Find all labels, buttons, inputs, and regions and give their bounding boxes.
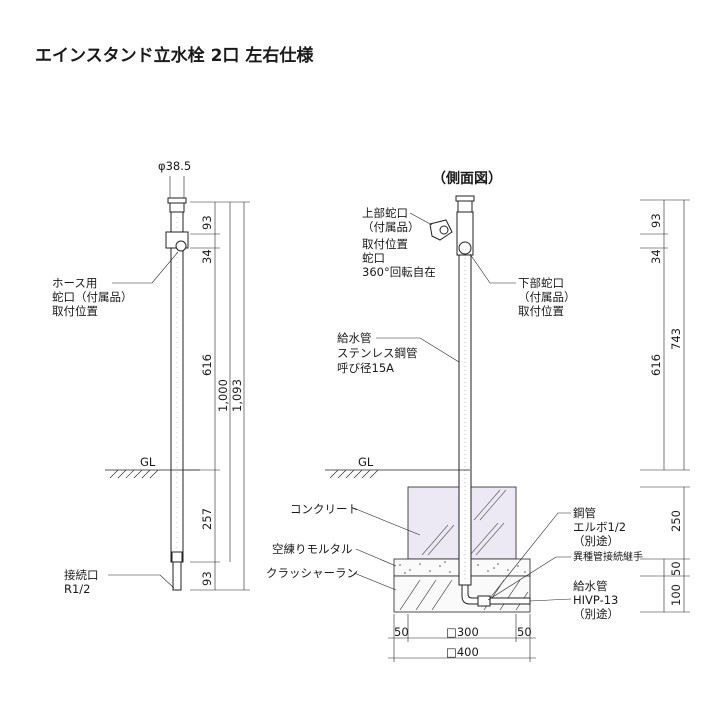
front-dim-mid: 616: [200, 354, 214, 376]
front-dim-below: 257: [200, 508, 214, 530]
side-dim-mid: 616: [649, 354, 663, 376]
front-dim-bottom: 93: [200, 571, 214, 586]
lower-faucet: [458, 241, 472, 255]
side-view-title: （側面図）: [432, 170, 502, 187]
width-total: □400: [446, 645, 479, 659]
side-ground-hatch: [329, 469, 379, 479]
hivp-label-1: 給水管: [573, 579, 608, 593]
hose-label-2: 蛇口（付属品）: [52, 290, 133, 304]
connection-label-2: R1/2: [64, 582, 91, 596]
side-pole: [458, 254, 472, 586]
side-dim-crusher: 100: [669, 584, 683, 606]
front-connection-stub: [172, 561, 182, 591]
hose-label-1: ホース用: [52, 276, 97, 290]
side-gl-label: GL: [358, 455, 374, 469]
side-dim-top: 93: [649, 213, 663, 228]
hivp-label-3: （別途）: [573, 607, 619, 621]
front-dim-faucet: 34: [200, 249, 214, 264]
front-dim-total: 1,093: [230, 379, 244, 412]
width-right: 50: [517, 625, 532, 639]
side-dim-concrete: 250: [669, 510, 683, 532]
front-dimension-lines: [185, 201, 250, 591]
front-dim-total-above: 1,000: [216, 379, 230, 412]
upper-faucet-label-3: 取付位置: [362, 237, 408, 251]
mortar-label: 空練りモルタル: [272, 542, 353, 556]
front-diameter-label: φ38.5: [158, 159, 191, 173]
hose-label-3: 取付位置: [52, 304, 98, 318]
hivp-label-2: HIVP-13: [573, 593, 618, 607]
side-width-dims: [388, 614, 536, 662]
upper-faucet-label-5: 360°回転自在: [362, 265, 436, 279]
concrete-label: コンクリート: [290, 502, 359, 516]
side-view: GL 上部蛇口 （付属品） 取付位置 蛇口 360°回転自在 下部蛇口 （付属品…: [266, 195, 690, 662]
upper-faucet-label-2: （付属品）: [362, 220, 420, 234]
front-gl-label: GL: [140, 455, 156, 469]
steel-pipe-label-3: （別途）: [573, 534, 619, 548]
width-mid: □300: [446, 625, 479, 639]
joint-label: 異種管接続継手: [573, 550, 643, 563]
mortar-dots: [399, 561, 526, 574]
side-dim-mortar: 50: [669, 561, 683, 576]
width-left: 50: [394, 625, 409, 639]
connection-label-1: 接続口: [64, 568, 99, 582]
side-dim-total: 743: [669, 328, 683, 350]
steel-pipe-label-1: 鋼管: [573, 506, 596, 520]
drawing-title: エインスタンド立水栓 2口 左右仕様: [35, 45, 314, 66]
supply-label-2: ステンレス鋼管: [337, 346, 418, 360]
side-dim-faucet: 34: [649, 249, 663, 264]
upper-faucet-label-1: 上部蛇口: [362, 206, 408, 220]
front-ground-hatch: [109, 469, 159, 479]
upper-faucet-label-4: 蛇口: [362, 251, 385, 265]
concrete-hatch: [421, 489, 507, 556]
side-cap: [457, 199, 473, 213]
front-view: φ38.5 GL ホース用 蛇口（付属品） 取付位置 接続口 R1/2: [52, 159, 250, 596]
lower-faucet-label-3: 取付位置: [518, 304, 564, 318]
lower-faucet-label-2: （付属品）: [518, 290, 576, 304]
supply-label-3: 呼び径15A: [337, 361, 394, 375]
steel-pipe-label-2: エルボ1/2: [573, 520, 626, 534]
supply-label-1: 給水管: [337, 331, 372, 345]
front-dim-top: 93: [200, 215, 214, 230]
crusher-label: クラッシャーラン: [266, 566, 358, 580]
side-height-dims: [640, 199, 690, 613]
lower-faucet-label-1: 下部蛇口: [518, 276, 564, 290]
